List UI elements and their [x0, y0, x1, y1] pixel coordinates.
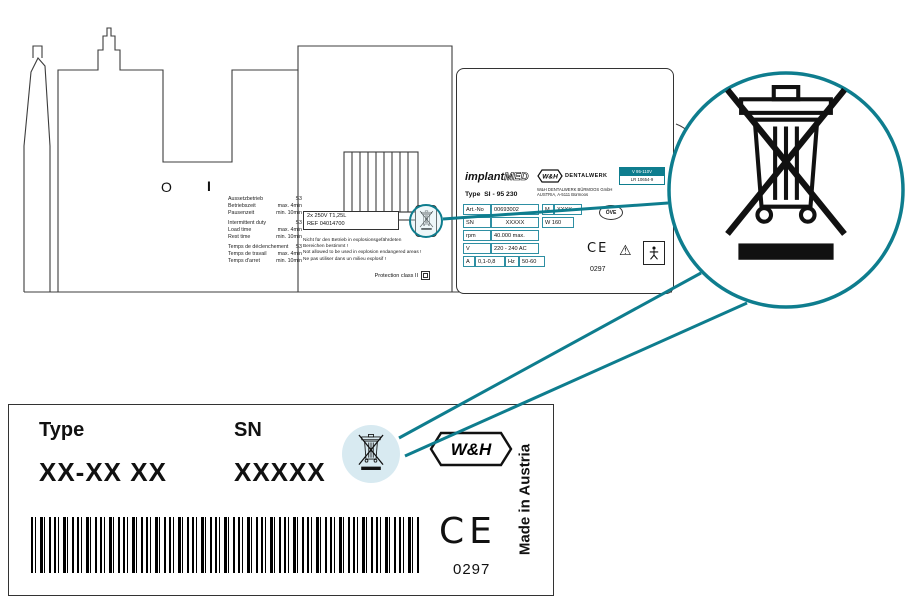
- warning-line: Ne pas utiliser dans un milieu explosif …: [303, 256, 386, 262]
- warning-line: Bereichen bestimmt !: [303, 244, 349, 250]
- manufacture-date-icon: M: [542, 204, 554, 215]
- rpm-label: rpm: [463, 230, 491, 241]
- duty-label: Rest time: [228, 234, 251, 240]
- weee-bin-icon-highlight: [342, 425, 400, 483]
- power-off-marking: O: [161, 179, 172, 195]
- brand-implant-text: implant: [465, 171, 505, 183]
- duty-value: min. 10min: [276, 258, 302, 264]
- label-sn-value: XXXXX: [234, 457, 326, 487]
- duty-value: min. 10min: [276, 234, 302, 240]
- address-line-2: AUSTRIA, A-5111 Bürmoos: [537, 192, 589, 197]
- address-line-1: W&H DENTALWERK BÜRMOOS GmbH: [537, 187, 613, 192]
- crossed-out-bin-icon: [419, 210, 434, 230]
- label-type-heading: Type: [39, 419, 85, 441]
- duty-label: Temps d'arret: [228, 258, 260, 264]
- device-tower-cap-outline: [32, 45, 43, 58]
- frequency-value: 50-60: [519, 256, 545, 267]
- protection-class-ii-icon: [421, 271, 430, 280]
- duty-group-de: Aussetzbetrieb S3 Betriebszeit max. 4min P…: [228, 196, 302, 217]
- protection-class-row: Protection class II: [330, 271, 430, 280]
- rating-plate: implantMED W&H DENTALWERK V 95-110V LR 1…: [456, 68, 674, 294]
- current-label: A: [463, 256, 475, 267]
- plate-type-label: Type: [465, 191, 481, 198]
- duty-value: max. 4min: [277, 203, 302, 209]
- person-icon: [649, 246, 659, 260]
- label-sn-heading: SN: [234, 419, 262, 441]
- weee-bin-icon: [415, 205, 437, 237]
- manufacture-date-value: XXXX: [554, 204, 582, 215]
- rpm-value: 40.000 max.: [491, 230, 539, 241]
- plate-type-value: SI - 95 230: [484, 191, 518, 198]
- brand-med-text: MED: [504, 171, 529, 184]
- applied-part-type-b-icon: [643, 241, 665, 265]
- warning-line: Not allowed to be used in explosion enda…: [303, 250, 422, 256]
- crossed-out-bin-icon: [357, 433, 385, 470]
- wh-logo-small: W&H: [537, 169, 563, 183]
- warning-triangle-icon: ⚠: [619, 242, 632, 258]
- duty-group-en: Intermittent duty S3 Load time max. 4min R…: [228, 220, 302, 241]
- wh-logo-text: W&H: [451, 440, 492, 459]
- approval-line-1: V 95-110V: [620, 168, 664, 176]
- approval-corner-box: V 95-110V LR 10654-9: [619, 167, 665, 185]
- device-left-tower-outline: [23, 57, 51, 292]
- duty-label: Intermittent duty: [228, 220, 266, 226]
- fuse-ref-number: REF 04014700: [307, 220, 345, 227]
- warning-line: Nicht für den Betrieb in explosionsgefäh…: [303, 238, 402, 243]
- ce-mark: CE: [587, 241, 609, 256]
- duty-label: Temps de travail: [228, 251, 267, 257]
- duty-value: S3: [295, 244, 302, 250]
- label-type-value: XX-XX XX: [39, 457, 167, 487]
- sn-label: SN: [463, 217, 491, 228]
- device-side-arc: [675, 123, 701, 181]
- sn-value: XXXXX: [491, 217, 539, 228]
- plate-type-row: Type SI - 95 230: [465, 191, 517, 198]
- wh-logo-text: W&H: [542, 174, 558, 181]
- vent-grill-outline: [343, 151, 419, 213]
- ce-notified-body-number-large: 0297: [453, 561, 491, 578]
- serial-row: SN XXXXX W 160: [463, 217, 574, 228]
- wh-logo-large: W&H: [429, 431, 513, 467]
- vent-grill-slats: [351, 152, 409, 212]
- ove-approval-icon: ÖVE: [599, 205, 623, 220]
- duty-value: S3: [295, 220, 302, 226]
- manufacturer-address: W&H DENTALWERK BÜRMOOS GmbH AUSTRIA, A-5…: [537, 187, 619, 197]
- brand-logo: implantMED: [465, 167, 529, 185]
- fuse-rating-box: 2x 250V T1,25L REF 04014700: [303, 211, 399, 230]
- artno-row: Art.-No 00693002 M XXXX: [463, 204, 582, 215]
- protection-class-label: Protection class II: [374, 272, 418, 279]
- artno-label: Art.-No: [463, 204, 491, 215]
- duty-value: max. 4min: [277, 251, 302, 257]
- voltage-value: 220 - 240 AC: [491, 243, 539, 254]
- sample-type-label: Type SN XX-XX XX XXXXX W&H CE 0297 Made …: [8, 404, 554, 596]
- duty-value: min. 10min: [276, 210, 302, 216]
- duty-label: Temps de déclenchement: [228, 244, 289, 250]
- ce-mark-large: CE: [439, 511, 497, 552]
- duty-label: Load time: [228, 227, 252, 233]
- ce-notified-body-number: 0297: [590, 266, 606, 273]
- made-in-austria-text: Made in Austria: [516, 443, 534, 556]
- duty-value: S3: [295, 196, 302, 202]
- barcode: [31, 517, 419, 573]
- current-frequency-row: A 0,1-0,8 Hz 50-60: [463, 256, 545, 267]
- duty-label: Aussetzbetrieb: [228, 196, 264, 202]
- duty-group-fr: Temps de déclenchement S3 Temps de travai…: [228, 244, 302, 265]
- voltage-row: V 220 - 240 AC: [463, 243, 539, 254]
- approval-line-2: LR 10654-9: [630, 177, 654, 182]
- voltage-label: V: [463, 243, 491, 254]
- frequency-label: Hz: [505, 256, 519, 267]
- duty-label: Pausenzeit: [228, 210, 255, 216]
- artno-value: 00693002: [491, 204, 539, 215]
- fuse-rating: 2x 250V T1,25L: [307, 213, 347, 219]
- duty-label: Betriebszeit: [228, 203, 256, 209]
- explosion-warning-text: Nicht für den Betrieb in explosionsgefäh…: [303, 238, 427, 263]
- duty-value: max. 4min: [277, 227, 302, 233]
- rpm-row: rpm 40.000 max.: [463, 230, 539, 241]
- power-rating: W 160: [542, 217, 574, 228]
- power-on-marking: I: [207, 178, 211, 194]
- device-main-outline: [57, 27, 453, 292]
- current-value: 0,1-0,8: [475, 256, 505, 267]
- dentalwerk-text: DENTALWERK: [565, 173, 608, 179]
